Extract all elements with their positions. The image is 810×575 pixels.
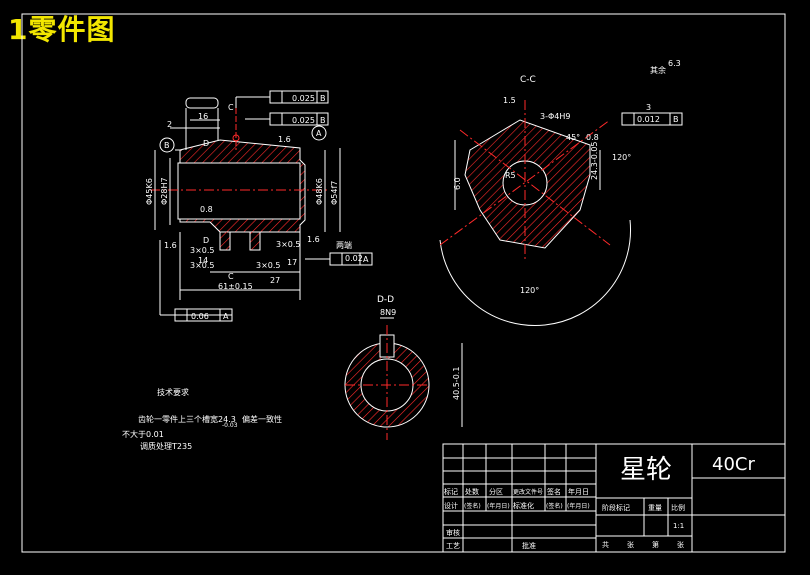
cc-dim-24: 24.3-0.05 — [590, 141, 599, 180]
dia-left: Φ45K6 — [145, 178, 154, 205]
tb-row-2: 分区 — [489, 487, 503, 496]
note-small: 两端 — [336, 240, 352, 250]
tb-footer-1: 张 — [627, 540, 634, 549]
cc-dim-120b: 120° — [520, 286, 539, 295]
dim-61: 61±0.15 — [218, 282, 253, 291]
tb-process: 工艺 — [446, 542, 460, 550]
tb-review: 审核 — [446, 528, 460, 537]
title-block-text: 星轮 40Cr 标记 处数 分区 更改文件号 签名 年月日 设计 (签名) (年… — [444, 454, 755, 550]
tech-line1: 齿轮一零件上三个槽宽24.3 — [138, 414, 236, 424]
dia-left2: Φ28H7 — [160, 177, 169, 205]
tb-scale-val: 1:1 — [673, 522, 684, 530]
cc-rough-note: 其余 — [650, 65, 666, 75]
tol-mid: 0.02 — [345, 254, 363, 263]
dd-view — [344, 317, 463, 440]
drawing-border — [21, 13, 786, 553]
tb-weight: 重量 — [648, 504, 662, 512]
tb-approve: 批准 — [522, 541, 536, 550]
datum-ref-top-2: B — [320, 116, 326, 125]
tb-row-3: 更改文件号 — [513, 488, 543, 496]
cc-dim-15: 1.5 — [503, 96, 516, 105]
dia-right: Φ48K6 — [315, 178, 324, 205]
tb-footer-3: 张 — [677, 540, 684, 549]
cc-dim-r5: R5 — [505, 171, 516, 180]
tb-footer-0: 共 — [602, 540, 609, 549]
cc-view-labels: C-C 1.5 3-Φ4H9 R5 45° 0.8 3 0.012 B 24.3… — [453, 59, 681, 295]
rough-16: 1.6 — [278, 135, 291, 144]
datum-circle-b: B — [164, 141, 170, 150]
cc-view — [439, 100, 683, 327]
dim-3x05-b: 3×0.5 — [256, 261, 281, 270]
part-name: 星轮 — [620, 455, 672, 485]
dim-3x05-a: 3×0.5 — [190, 261, 215, 270]
datum-circle-a: A — [316, 129, 322, 138]
datum-ref-top-1: B — [320, 94, 326, 103]
section-cc: C-C — [520, 75, 536, 85]
cc-dim-angle: 3-Φ4H9 — [540, 112, 570, 121]
dd-view-labels: D-D 8N9 40.5-0.1 — [377, 295, 461, 400]
tb-design-4: (签名) — [546, 502, 563, 510]
material: 40Cr — [712, 454, 755, 475]
cc-dim-120a: 120° — [612, 153, 631, 162]
dim-14: 14 — [198, 256, 208, 265]
rough-16b: 1.6 — [164, 241, 177, 250]
dim-16: 16 — [198, 112, 208, 121]
cc-dim-45: 45° — [566, 133, 580, 142]
tb-design-1: (签名) — [464, 502, 481, 510]
tech-line2: 不大于0.01 — [122, 429, 164, 439]
tol-bot: 0.06 — [191, 312, 209, 321]
tb-footer-2: 第 — [652, 540, 659, 549]
tb-row-1: 处数 — [465, 487, 479, 496]
dim-3x05-c: 3×0.5 — [276, 240, 301, 249]
tech-requirements: 技术要求 齿轮一零件上三个槽宽24.3 -0.03 偏差一致性 不大于0.01 … — [122, 387, 282, 451]
tol-top-2: 0.025 — [292, 116, 315, 125]
tb-row-5: 年月日 — [568, 487, 589, 496]
section-dd: D-D — [377, 295, 394, 305]
dd-dim-top: 8N9 — [380, 308, 396, 317]
label-c2: C — [228, 272, 234, 281]
rough-16c: 1.6 — [307, 235, 320, 244]
rough-08: 0.8 — [200, 205, 213, 214]
side-view-labels: 0.025 B 0.025 B B A C D D 2 16 14 3×0.5 … — [145, 94, 369, 321]
tol-mid-ref: A — [363, 255, 369, 264]
tb-design-2: (年月日) — [487, 502, 510, 510]
tech-heading: 技术要求 — [157, 387, 189, 397]
title-block — [442, 443, 786, 553]
tb-row-0: 标记 — [444, 487, 458, 496]
cc-dim-3: 3 — [646, 103, 651, 112]
cc-tol-ref: B — [673, 115, 679, 124]
dim-17: 17 — [287, 258, 297, 267]
dia-right2: Φ54f7 — [330, 181, 339, 205]
cc-tol: 0.012 — [637, 115, 660, 124]
dim-2: 2 — [167, 120, 172, 129]
side-view — [150, 90, 373, 322]
cc-rough-val: 6.3 — [668, 59, 681, 68]
tb-stage: 阶段标记 — [602, 503, 630, 512]
dd-dim-right: 40.5-0.1 — [452, 367, 461, 400]
dim-3x05-d: 3×0.5 — [190, 246, 215, 255]
tech-line3: 调质处理T235 — [140, 441, 192, 451]
cc-dim-08: 0.8 — [586, 133, 599, 142]
cc-dim-side: 6.0 — [453, 177, 462, 190]
dim-27: 27 — [270, 276, 280, 285]
tb-row-4: 签名 — [547, 487, 561, 496]
tb-design-0: 设计 — [444, 501, 458, 510]
label-d2: D — [203, 236, 209, 245]
tol-top-1: 0.025 — [292, 94, 315, 103]
label-d: D — [203, 139, 209, 148]
tech-line1c: 偏差一致性 — [242, 414, 282, 424]
tb-design-3: 标准化 — [513, 501, 534, 510]
tech-line1b: -0.03 — [222, 422, 238, 429]
label-c: C — [228, 103, 234, 112]
tol-bot-ref: A — [223, 312, 229, 321]
tb-design-5: (年月日) — [567, 502, 590, 510]
tb-scale: 比例 — [671, 503, 685, 512]
page-title: 1零件图 — [8, 13, 116, 46]
